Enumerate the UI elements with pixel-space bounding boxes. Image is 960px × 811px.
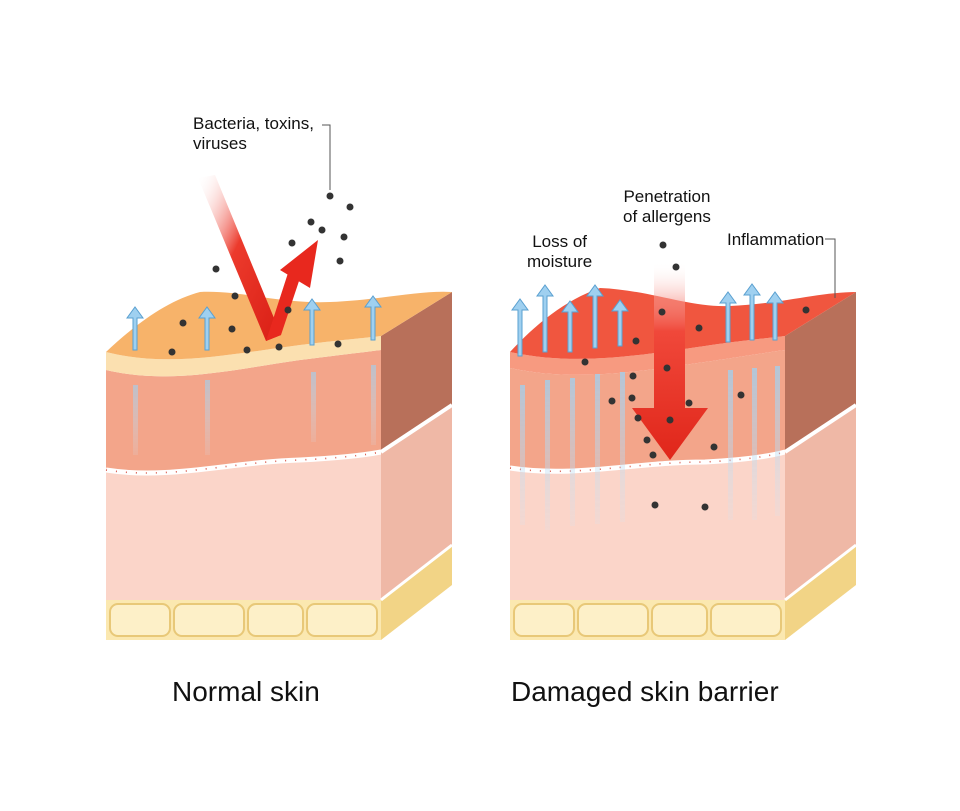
fat-cells-damaged bbox=[513, 603, 782, 637]
callout-penetration-of-allergens: Penetration of allergens bbox=[623, 187, 711, 226]
damaged-skin-block bbox=[509, 238, 858, 640]
stratum-corneum bbox=[106, 336, 381, 377]
moisture-stripes-damaged bbox=[520, 366, 780, 530]
moisture-stripes bbox=[133, 365, 376, 455]
callout-loss-of-moisture: Loss of moisture bbox=[527, 232, 593, 271]
caption-normal-skin: Normal skin bbox=[172, 676, 320, 707]
callout-bacteria-toxins-viruses: Bacteria, toxins, viruses bbox=[193, 114, 314, 153]
deflection-arrow bbox=[198, 175, 318, 341]
dermis-front bbox=[106, 452, 381, 600]
callout-leader-inflammation bbox=[825, 238, 836, 298]
penetration-arrow bbox=[632, 262, 708, 460]
moisture-arrows-normal bbox=[126, 295, 382, 351]
fat-cells bbox=[109, 603, 378, 637]
caption-damaged-skin-barrier: Damaged skin barrier bbox=[511, 676, 779, 707]
particles-normal bbox=[168, 192, 354, 356]
side-dermis bbox=[381, 405, 452, 600]
callout-leader-bacteria bbox=[322, 124, 331, 190]
stratum-corneum-damaged bbox=[510, 336, 785, 375]
fat-layer-side bbox=[381, 545, 452, 640]
particles-damaged bbox=[581, 241, 810, 511]
moisture-arrows-damaged bbox=[511, 283, 784, 357]
callout-inflammation: Inflammation bbox=[727, 230, 825, 249]
normal-skin-block bbox=[105, 124, 454, 640]
side-epidermis bbox=[381, 292, 452, 452]
side-epidermis-damaged bbox=[785, 292, 856, 452]
fat-layer-side-damaged bbox=[785, 545, 856, 640]
side-dermis-damaged bbox=[785, 405, 856, 600]
basement-membrane bbox=[105, 449, 382, 476]
dermis-front-damaged bbox=[510, 452, 785, 600]
